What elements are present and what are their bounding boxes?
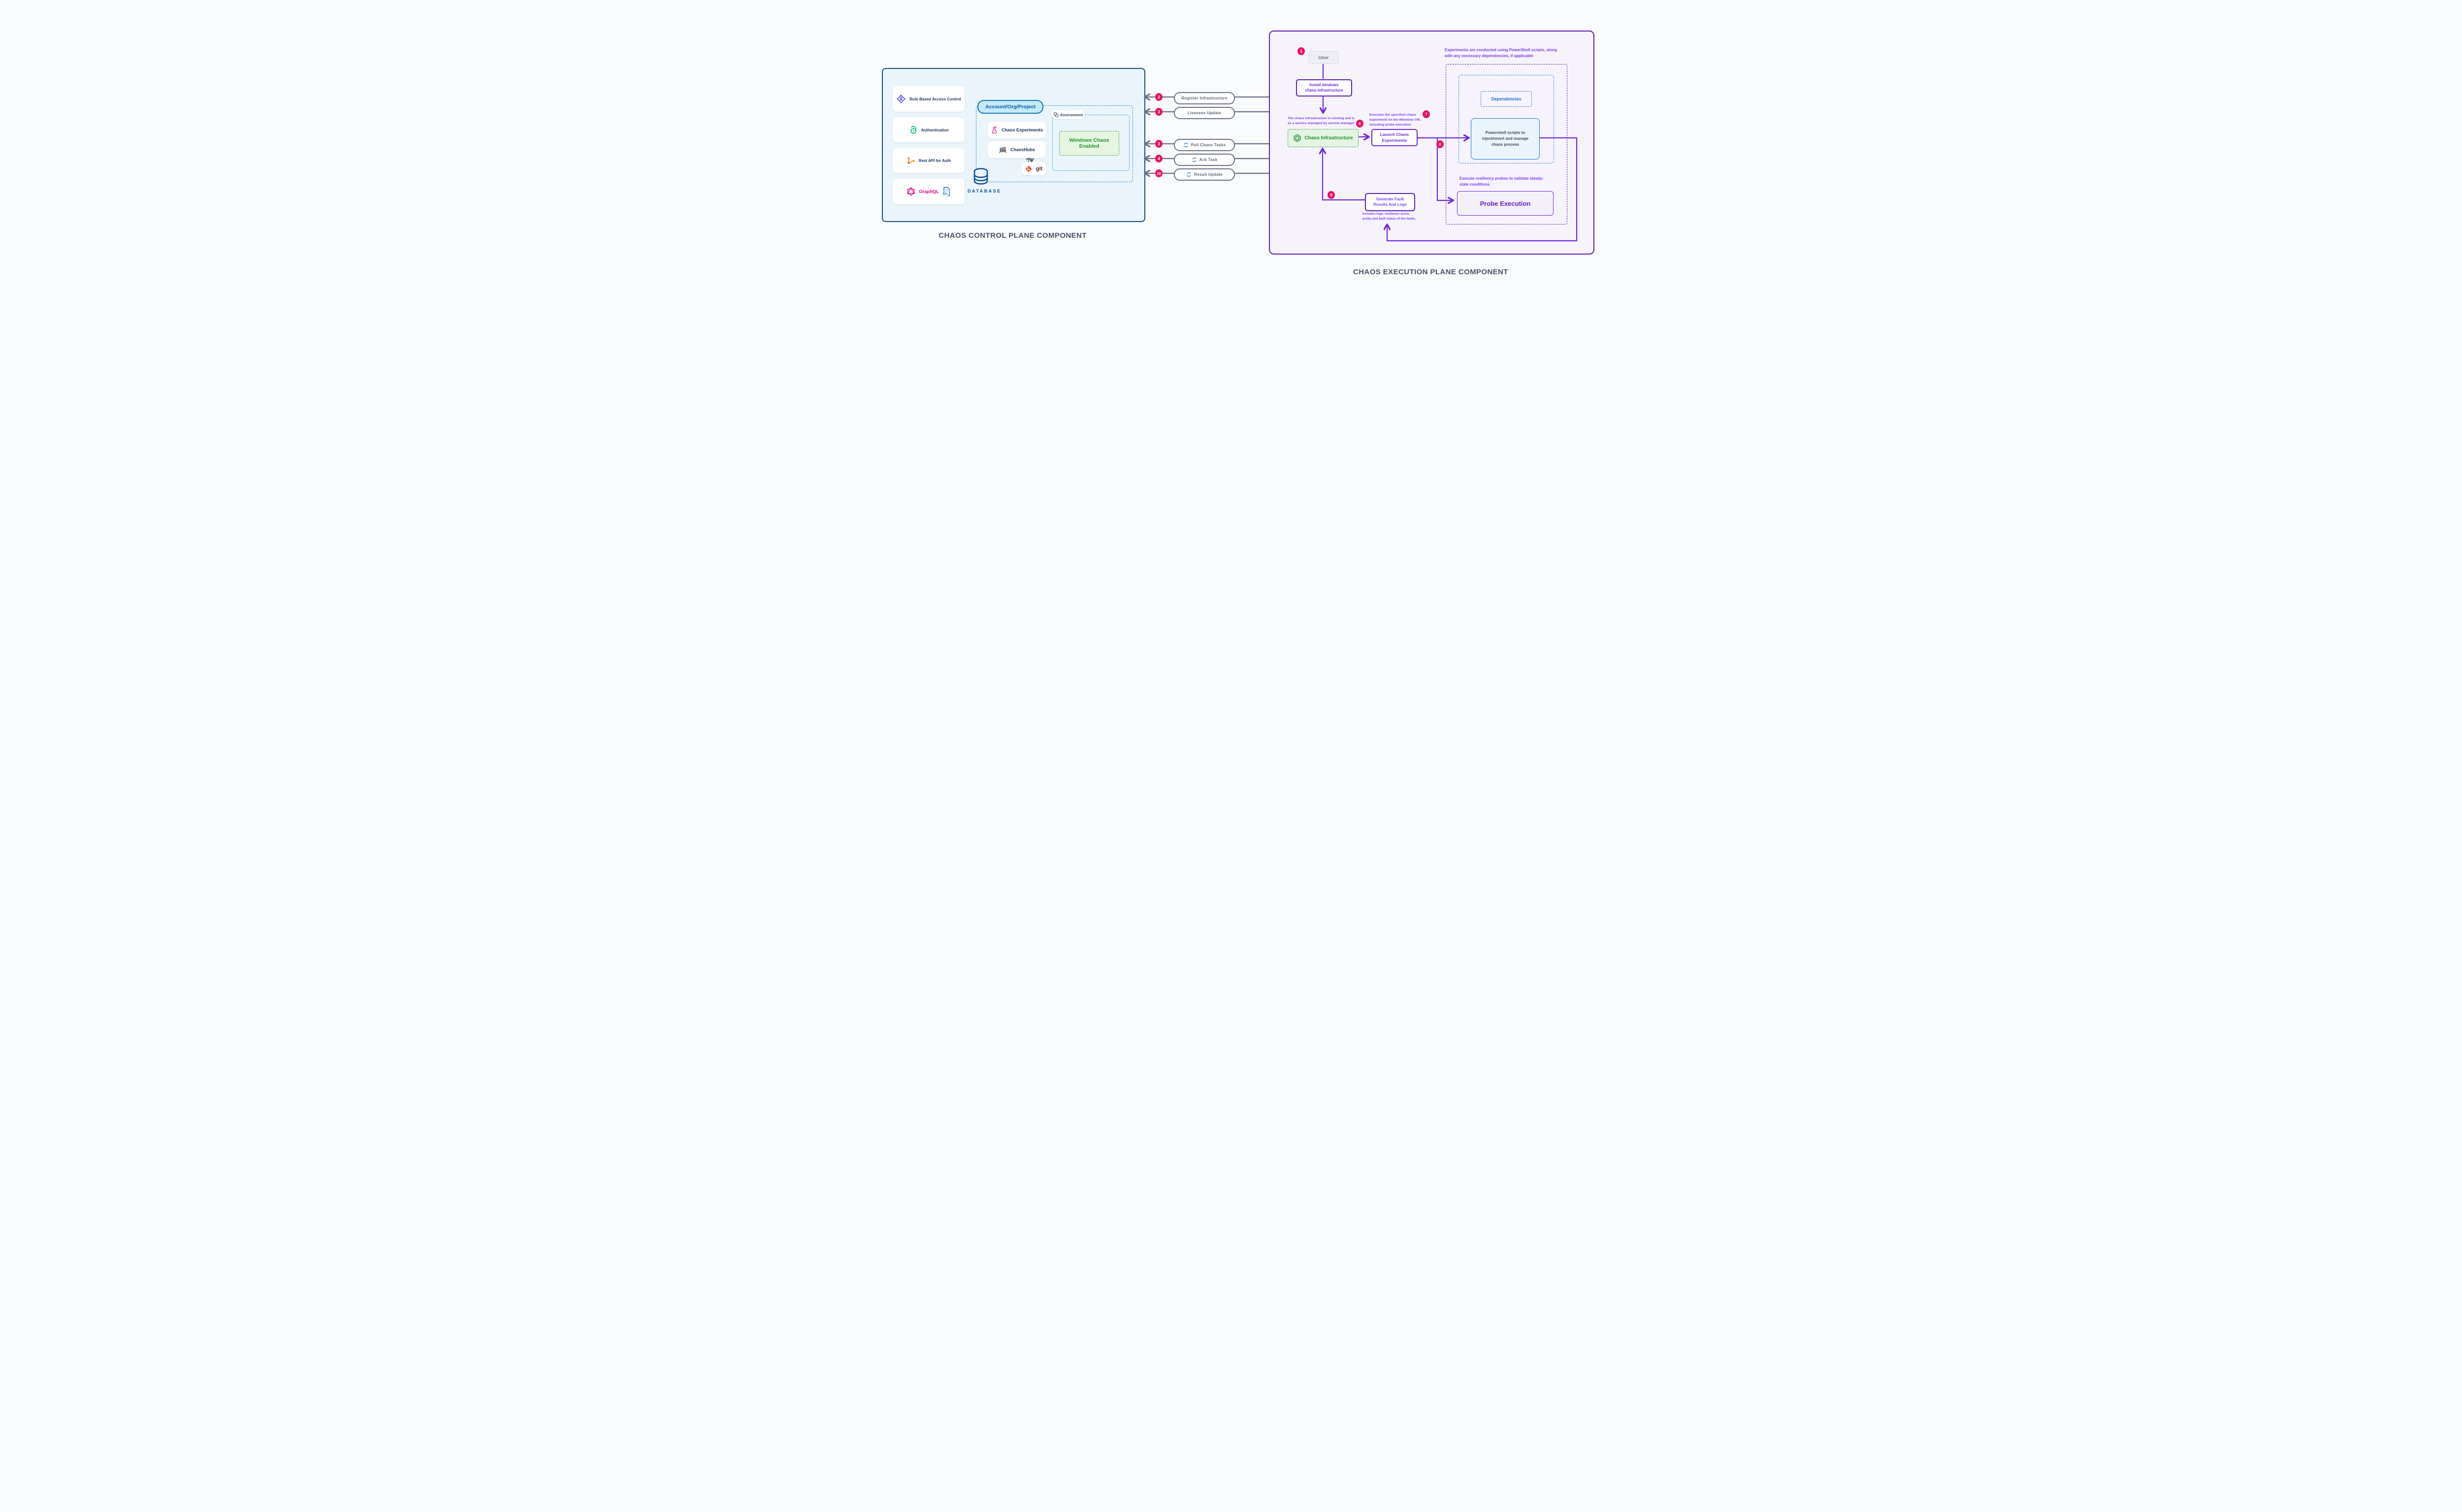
git-label: git — [1036, 165, 1043, 172]
flow-badge-10: 10 — [1155, 169, 1163, 177]
executes-note: Executes the specified chaos experiment … — [1369, 113, 1421, 127]
flow-label: Result Update — [1194, 172, 1223, 177]
results-note: Includes logs, resilience score, probe a… — [1362, 212, 1416, 221]
database-label: DATABASE — [968, 189, 1002, 193]
card-label: Chaos Experiments — [1001, 128, 1043, 132]
running-note: The chaos infrastructure is running and … — [1288, 117, 1355, 126]
card-chaos-experiments: Chaos Experiments — [988, 122, 1046, 138]
probe-execution-box: Probe Execution — [1457, 191, 1554, 216]
flow-pill-register-infrastructure: Register Infrastructure — [1174, 92, 1235, 104]
database-icon — [972, 167, 989, 187]
sync-icon — [1192, 157, 1197, 162]
card-label: GraphQL — [918, 189, 939, 194]
flow-badge-3b: 3 — [1155, 140, 1163, 148]
graphql-icon — [907, 187, 915, 196]
git-icon — [1025, 165, 1033, 173]
hexagons-icon — [1053, 112, 1059, 118]
flow-pill-result-update: Result Update — [1174, 168, 1235, 181]
launch-label: Launch Chaos Experiments — [1380, 132, 1409, 143]
test-tubes-rack-icon — [999, 146, 1007, 154]
flow-pill-ack-task: Ack Task — [1174, 153, 1235, 166]
flow-label: Ack Task — [1199, 157, 1218, 162]
flow-label: Poll Chaos Tasks — [1191, 142, 1226, 147]
control-plane-title: CHAOS CONTROL PLANE COMPONENT — [939, 231, 1087, 240]
install-windows-chaos-infrastructure-box: Install windows chaos infrastructure — [1296, 79, 1352, 97]
flask-icon — [991, 126, 998, 134]
generate-fault-results-label: Generate Fault Results And Logs — [1373, 196, 1407, 207]
sync-icon — [1183, 142, 1189, 148]
chaos-architecture-diagram: Role Based Access Control Authentication… — [851, 0, 1611, 302]
flow-pill-poll-chaos-tasks: Poll Chaos Tasks — [1174, 138, 1235, 151]
step-badge-9: 9 — [1328, 191, 1335, 199]
user-box: User — [1308, 51, 1339, 64]
card-role-based-access-control: Role Based Access Control — [893, 86, 965, 112]
powershell-note: Experiments are conducted using PowerShe… — [1445, 48, 1557, 58]
card-graphql: GraphQL API — [893, 179, 965, 204]
launch-chaos-experiments-box: Launch Chaos Experiments — [1371, 129, 1418, 146]
account-org-project-group — [976, 105, 1133, 182]
api-doc-label: API — [942, 193, 948, 196]
card-label: Rest API for Auth — [918, 158, 951, 163]
dependencies-box: Dependencies — [1481, 91, 1532, 107]
windows-chaos-enabled-label: Windows Chaos Enabled — [1069, 137, 1109, 149]
environment-group — [1052, 115, 1130, 171]
chaos-infrastructure-label: Chaos Infrastructure — [1304, 135, 1353, 141]
api-branch-icon — [907, 156, 915, 165]
card-label: Role Based Access Control — [909, 97, 961, 101]
flow-badge-2: 2 — [1155, 93, 1163, 101]
flow-pill-liveness-update: Liveness Update — [1174, 106, 1235, 119]
generate-fault-results-box: Generate Fault Results And Logs — [1365, 193, 1415, 211]
environment-pill: Environment — [1051, 110, 1085, 119]
card-chaoshubs: ChaosHubs — [988, 141, 1046, 158]
step-badge-7: 7 — [1423, 110, 1430, 118]
probe-execution-label: Probe Execution — [1480, 199, 1531, 207]
powershell-scripts-label: Powershell scripts to inject/revert and … — [1482, 130, 1529, 147]
connectors-layer — [1026, 63, 1578, 242]
chaos-infrastructure-hexagon-icon — [1293, 134, 1301, 142]
open-lock-icon — [909, 126, 918, 134]
flow-label: Liveness Update — [1187, 110, 1222, 115]
powershell-inner-group — [1458, 75, 1554, 163]
step-badge-8: 8 — [1436, 140, 1444, 148]
card-rest-api-for-auth: Rest API for Auth — [893, 148, 965, 173]
powershell-scripts-box: Powershell scripts to inject/revert and … — [1471, 118, 1540, 160]
card-git: git — [1021, 162, 1046, 175]
account-org-project-pill: Account/Org/Project — [977, 100, 1043, 114]
environment-label: Environment — [1060, 112, 1083, 117]
user-label: User — [1318, 55, 1329, 61]
install-label: Install windows chaos infrastructure — [1305, 82, 1343, 93]
card-authentication: Authentication — [893, 118, 965, 142]
api-document-icon: API — [942, 187, 951, 196]
account-org-project-label: Account/Org/Project — [985, 104, 1036, 110]
card-label: ChaosHubs — [1010, 147, 1035, 152]
chaos-infrastructure-box: Chaos Infrastructure — [1288, 129, 1359, 147]
step-badge-1: 1 — [1297, 47, 1305, 55]
powershell-outer-group — [1446, 64, 1567, 225]
rbac-network-icon — [896, 94, 906, 104]
windows-chaos-enabled-box: Windows Chaos Enabled — [1059, 131, 1119, 156]
step-badge-6: 6 — [1356, 120, 1363, 128]
execution-plane-title: CHAOS EXECUTION PLANE COMPONENT — [1353, 268, 1508, 276]
dependencies-label: Dependencies — [1491, 97, 1522, 101]
flow-badge-4: 4 — [1155, 155, 1163, 162]
card-label: Authentication — [921, 128, 949, 132]
flow-badge-3a: 3 — [1155, 108, 1163, 116]
sync-icon — [1186, 172, 1192, 177]
probe-note: Execute resiliency probes to validate st… — [1459, 176, 1544, 187]
flow-label: Register Infrastructure — [1181, 96, 1228, 100]
